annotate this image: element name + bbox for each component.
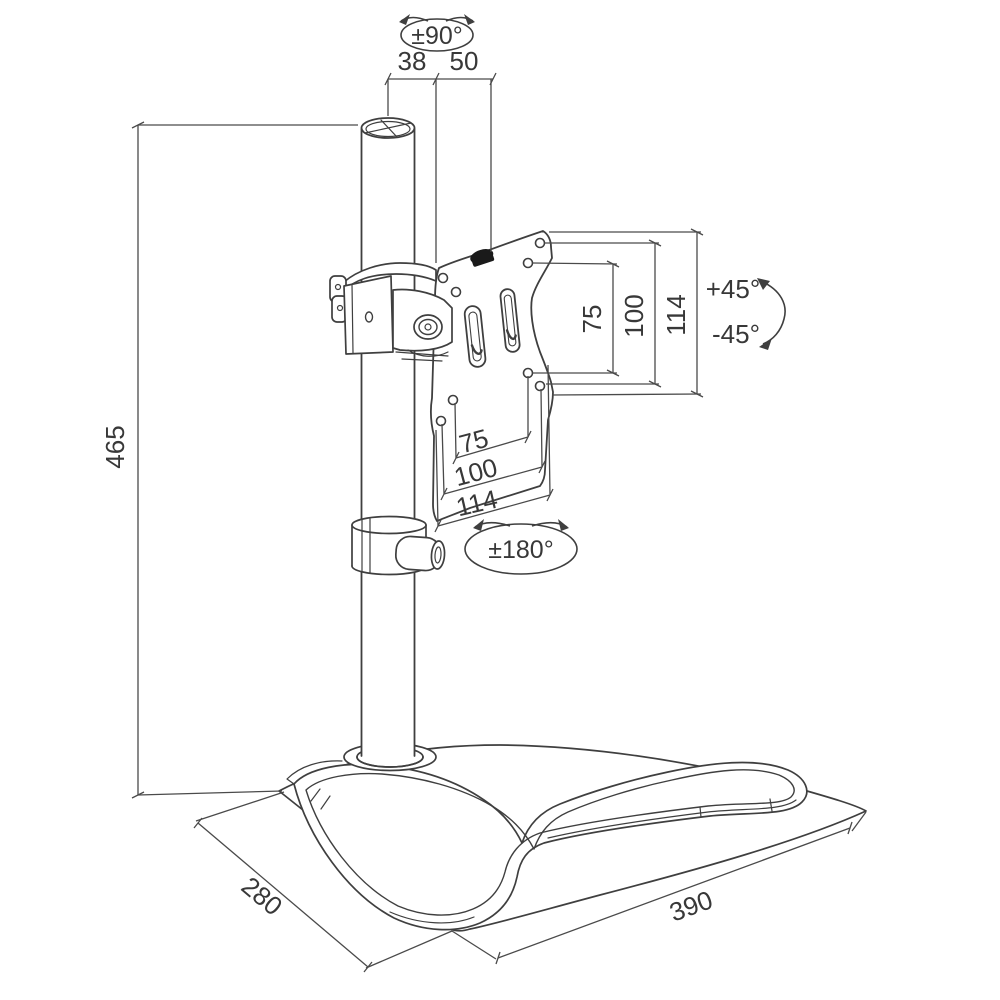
- height-label: 465: [100, 425, 130, 468]
- vesa-right-114-label: 114: [661, 294, 691, 335]
- vesa-slot-right: [499, 288, 521, 353]
- dim-50-label: 50: [450, 46, 479, 76]
- tilt-down-label: -45°: [712, 319, 760, 349]
- vesa-plate: [430, 230, 554, 522]
- vesa-holes-100: [435, 237, 546, 427]
- tilt-up-label: +45°: [706, 274, 761, 304]
- vesa-holes-75: [447, 257, 534, 406]
- dim-38-label: 38: [398, 46, 427, 76]
- clamp-handle: [394, 535, 446, 572]
- tilt-annotation: [757, 278, 786, 350]
- pole-rotation-symbol: [399, 14, 475, 52]
- dimension-base-width: [451, 811, 867, 965]
- pole-rotation-label: ±90°: [411, 22, 463, 50]
- base-plate: [278, 742, 867, 932]
- vesa-right-75-label: 75: [577, 305, 607, 334]
- dimension-top-widths: [384, 72, 497, 263]
- pole: [356, 117, 424, 768]
- vesa-slot-left: [463, 305, 487, 368]
- locking-knob: [470, 249, 495, 267]
- vesa-right-100-label: 100: [619, 294, 649, 337]
- plate-rotation-label: ±180°: [488, 536, 553, 564]
- tilt-pivot-bolt: [413, 314, 443, 340]
- plate-rotation-symbol: [464, 519, 578, 575]
- pole-clamp-ring: [351, 515, 446, 576]
- dimension-base-depth: [193, 791, 453, 973]
- dimension-vesa-right: [532, 228, 704, 398]
- base-depth-label: 280: [236, 871, 289, 922]
- base-width-label: 390: [665, 884, 716, 927]
- dimension-vesa-bottom: [434, 364, 554, 533]
- pole-bracket: [329, 262, 453, 362]
- dimension-height: [131, 121, 358, 799]
